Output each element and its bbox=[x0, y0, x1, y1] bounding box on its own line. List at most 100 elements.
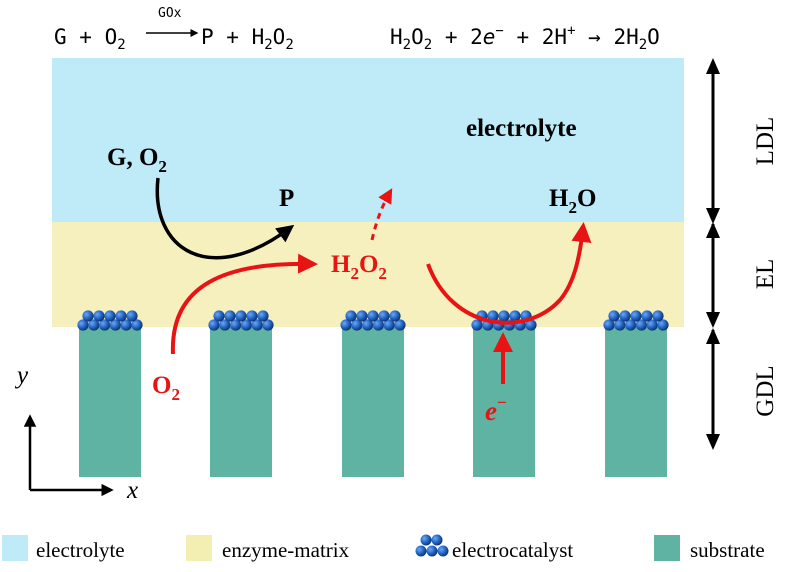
electrocatalyst-cluster bbox=[340, 310, 406, 331]
substrate-pillar bbox=[342, 327, 404, 477]
catalyst-particle bbox=[378, 310, 390, 322]
gdl-bottom-arrowhead bbox=[706, 434, 720, 450]
catalyst-particle bbox=[471, 319, 483, 331]
catalyst-particle bbox=[219, 319, 231, 331]
catalyst-particle bbox=[131, 319, 143, 331]
oxygen-label: O2 bbox=[152, 372, 180, 404]
catalyst-particle bbox=[420, 534, 432, 546]
product-label: P bbox=[279, 185, 294, 212]
legend-label-electrolyte: electrolyte bbox=[36, 538, 125, 562]
layer-dimensions: LDL EL GDL bbox=[706, 58, 779, 450]
legend-label-electrocatalyst: electrocatalyst bbox=[452, 538, 573, 562]
electrocatalyst-clusters bbox=[77, 310, 669, 331]
catalyst-particle bbox=[394, 319, 406, 331]
catalyst-particle bbox=[383, 319, 395, 331]
substrate-pillar bbox=[605, 327, 667, 477]
equation-left: G + O2 bbox=[54, 25, 126, 53]
substrate-pillars bbox=[79, 327, 667, 477]
hydrogen-peroxide-label: H2O2 bbox=[331, 251, 387, 283]
catalyst-particle bbox=[208, 319, 220, 331]
catalyst-particle bbox=[120, 319, 132, 331]
catalyst-particle bbox=[415, 545, 427, 557]
catalyst-particle bbox=[262, 319, 274, 331]
ldl-top-arrowhead bbox=[706, 58, 720, 74]
electrocatalyst-cluster bbox=[603, 310, 669, 331]
catalyst-particle bbox=[641, 310, 653, 322]
catalyst-particle bbox=[635, 319, 648, 331]
el-bottom-arrowhead bbox=[706, 312, 720, 328]
equation-left-products: P + H2O2 bbox=[201, 25, 294, 53]
catalyst-particle bbox=[367, 310, 379, 322]
el-top-arrowhead bbox=[706, 222, 720, 238]
ldl-label: LDL bbox=[752, 117, 779, 166]
gdl-top-arrowhead bbox=[706, 328, 720, 344]
catalyst-particle bbox=[224, 310, 236, 322]
catalyst-particle bbox=[630, 310, 642, 322]
catalyst-particle bbox=[99, 319, 111, 331]
catalyst-particle bbox=[235, 310, 247, 322]
catalyst-particle bbox=[498, 310, 510, 322]
catalyst-particle bbox=[619, 310, 631, 322]
catalyst-particle bbox=[115, 310, 127, 322]
catalyst-particle bbox=[525, 319, 537, 331]
catalyst-particle bbox=[82, 310, 94, 322]
catalyst-particle bbox=[356, 310, 368, 322]
legend-swatch-electrocatalyst bbox=[415, 534, 449, 557]
electrocatalyst-cluster bbox=[208, 310, 274, 331]
catalyst-particle bbox=[77, 319, 89, 331]
y-axis-label: y bbox=[14, 362, 29, 389]
catalyst-particle bbox=[657, 319, 669, 331]
substrate-pillar bbox=[79, 327, 141, 477]
catalyst-particle bbox=[213, 310, 225, 322]
catalyst-particle bbox=[437, 545, 449, 557]
gox-reaction-arrow bbox=[155, 177, 295, 260]
ldl-bottom-arrowhead bbox=[706, 208, 720, 224]
catalyst-particle bbox=[126, 310, 138, 322]
oxygen-diffusion-arrow bbox=[170, 253, 318, 355]
catalyst-particle bbox=[426, 545, 438, 557]
catalyst-particle bbox=[625, 319, 637, 331]
catalyst-particle bbox=[487, 310, 499, 322]
catalyst-particle bbox=[345, 310, 357, 322]
coordinate-axes: y x bbox=[14, 362, 138, 504]
catalyst-particle bbox=[389, 310, 401, 322]
catalyst-particle bbox=[431, 534, 443, 546]
electrolyte-label: electrolyte bbox=[466, 115, 577, 142]
x-axis-label: x bbox=[126, 477, 138, 504]
substrate-pillar bbox=[210, 327, 272, 477]
catalyst-particle bbox=[603, 319, 615, 331]
catalyst-particle bbox=[340, 319, 352, 331]
catalyst-particle bbox=[251, 319, 263, 331]
catalyst-particle bbox=[652, 310, 664, 322]
legend-swatch-substrate bbox=[654, 535, 680, 561]
legend-swatch-electrolyte bbox=[2, 535, 28, 561]
electrocatalyst-cluster bbox=[77, 310, 143, 331]
water-label: H2O bbox=[549, 185, 596, 217]
peroxide-reduction-arrow bbox=[426, 222, 592, 325]
legend: electrolyte enzyme-matrix electrocatalys… bbox=[2, 534, 765, 562]
glucose-oxygen-label: G, O2 bbox=[107, 144, 167, 176]
legend-swatch-enzyme-matrix bbox=[186, 535, 212, 561]
catalyst-particle bbox=[351, 319, 363, 331]
catalyst-particle bbox=[372, 319, 384, 331]
catalyst-particle bbox=[614, 319, 626, 331]
catalyst-particle bbox=[88, 319, 100, 331]
electron-label: e− bbox=[485, 393, 507, 426]
catalyst-particle bbox=[362, 319, 374, 331]
catalyst-particle bbox=[104, 310, 116, 322]
catalyst-particle bbox=[646, 319, 658, 331]
catalyst-particle bbox=[257, 310, 269, 322]
catalyst-particle bbox=[509, 310, 521, 322]
catalyst-particle bbox=[93, 310, 105, 322]
catalyst-particle bbox=[109, 319, 121, 331]
el-label: EL bbox=[752, 259, 779, 290]
legend-label-substrate: substrate bbox=[690, 538, 765, 562]
equation-right: H2O2 + 2e− + 2H+ → 2H2O bbox=[390, 23, 660, 53]
catalyst-particle bbox=[240, 319, 252, 331]
legend-label-enzyme-matrix: enzyme-matrix bbox=[222, 538, 350, 562]
catalyst-particle bbox=[608, 310, 620, 322]
catalyst-particle bbox=[246, 310, 258, 322]
catalyst-label: GOx bbox=[158, 6, 182, 21]
